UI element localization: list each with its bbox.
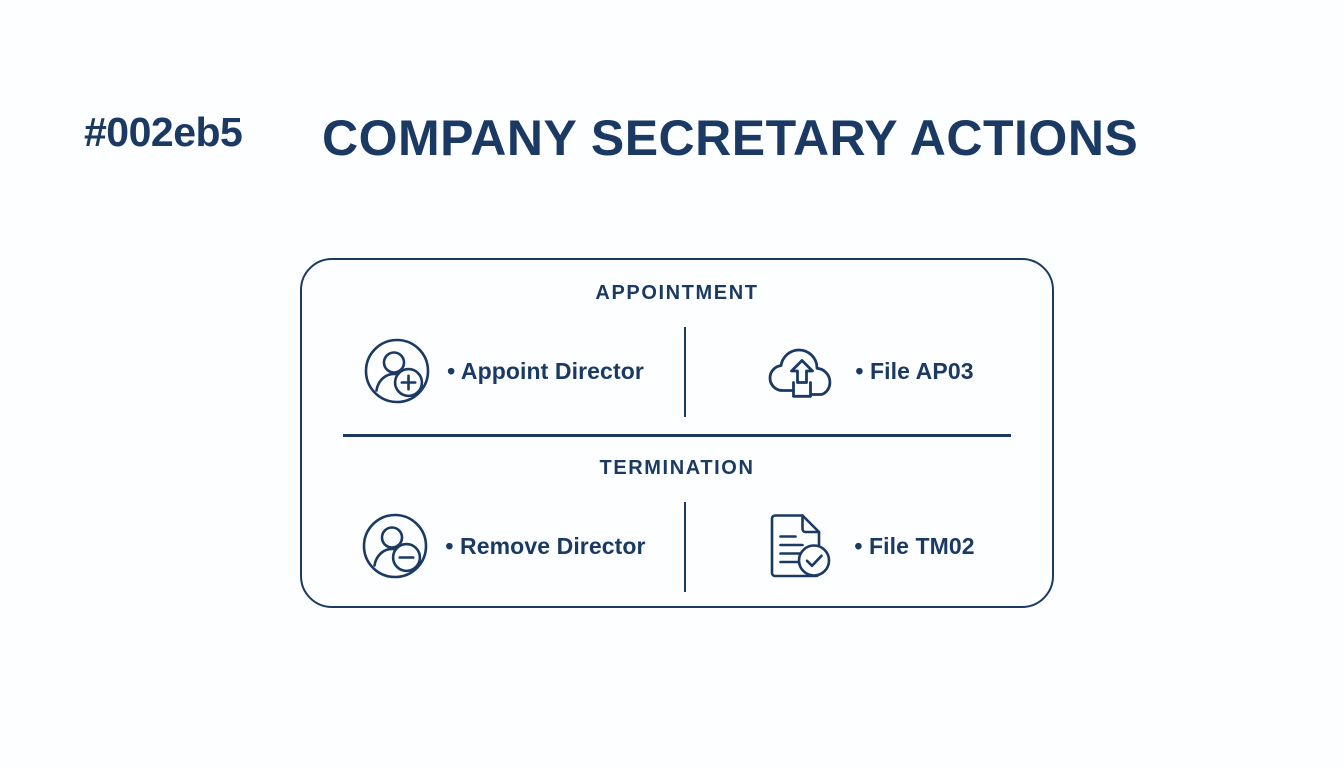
section-body-termination: • Remove Director • File TM02 bbox=[302, 491, 1052, 601]
action-label: • File TM02 bbox=[854, 532, 975, 559]
action-file-tm02[interactable]: • File TM02 bbox=[677, 491, 1052, 601]
action-label: • Remove Director bbox=[445, 532, 646, 559]
person-remove-icon bbox=[359, 510, 431, 582]
section-heading-appointment: APPOINTMENT bbox=[595, 282, 759, 304]
person-add-icon bbox=[361, 335, 433, 407]
section-termination: TERMINATION • Remove Director bbox=[302, 435, 1052, 610]
action-label: • File AP03 bbox=[855, 357, 974, 384]
document-check-icon bbox=[764, 510, 836, 582]
action-label: • Appoint Director bbox=[447, 357, 644, 384]
section-divider bbox=[343, 434, 1011, 437]
action-appoint-director[interactable]: • Appoint Director bbox=[302, 316, 677, 426]
action-file-ap03[interactable]: • File AP03 bbox=[677, 316, 1052, 426]
section-appointment: APPOINTMENT • Appoint Director bbox=[302, 260, 1052, 435]
reference-code: #002eb5 bbox=[84, 109, 243, 155]
section-body-appointment: • Appoint Director • File AP03 bbox=[302, 316, 1052, 426]
cloud-upload-icon bbox=[765, 335, 837, 407]
section-heading-termination: TERMINATION bbox=[599, 457, 755, 479]
termination-column-divider bbox=[684, 502, 687, 592]
page-title: COMPANY SECRETARY ACTIONS bbox=[322, 110, 1139, 166]
slide-header: #002eb5 COMPANY SECRETARY ACTIONS bbox=[0, 109, 1344, 192]
actions-card: APPOINTMENT • Appoint Director bbox=[300, 258, 1054, 608]
appointment-column-divider bbox=[684, 327, 687, 417]
action-remove-director[interactable]: • Remove Director bbox=[302, 491, 677, 601]
